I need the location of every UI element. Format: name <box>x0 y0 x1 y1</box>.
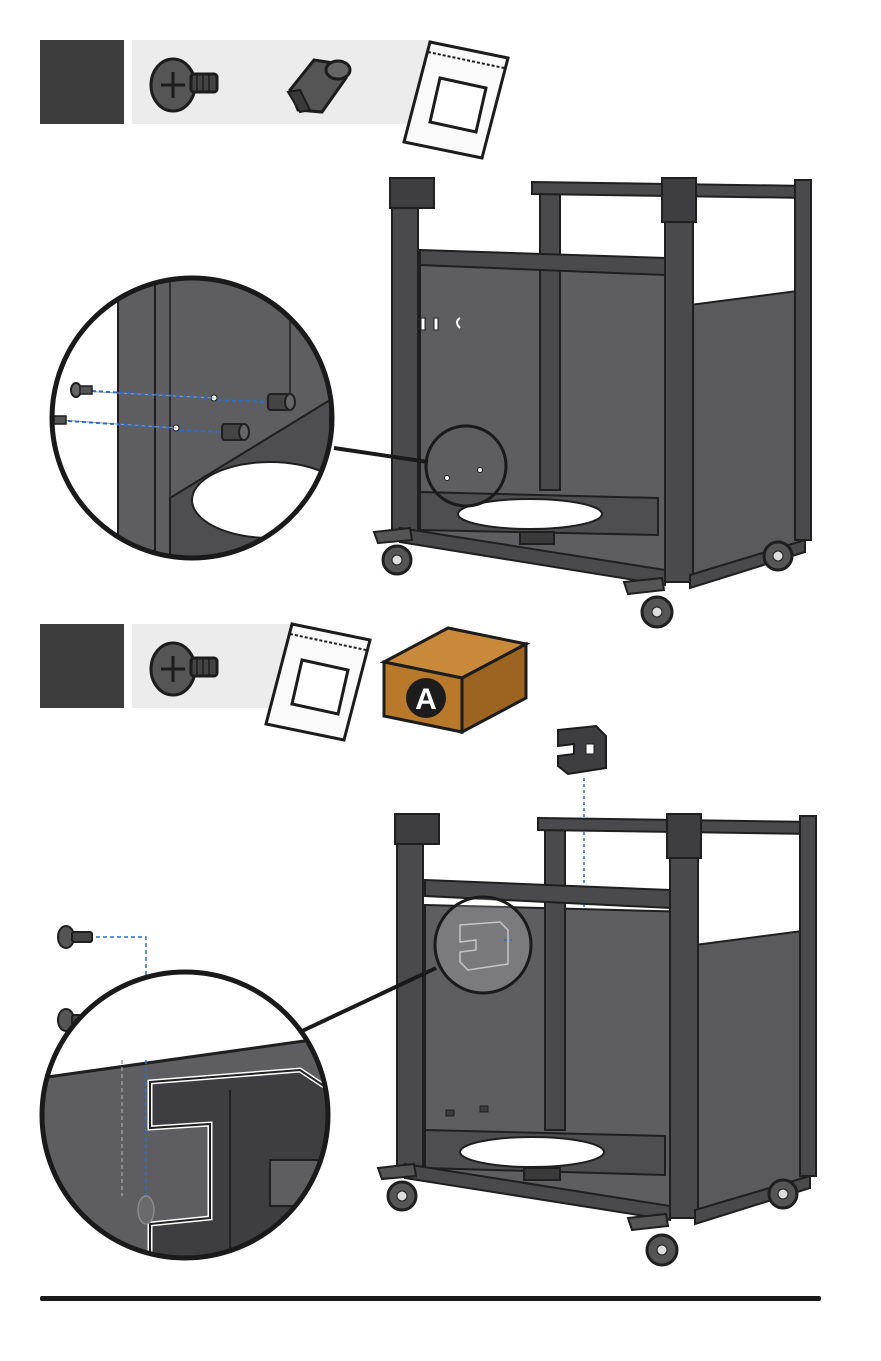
caster-wheel <box>374 528 412 574</box>
caster-wheel <box>628 1214 677 1265</box>
caster-wheel <box>769 1180 797 1208</box>
spacer-nut-icon <box>268 394 295 410</box>
step-2-cart-diagram <box>0 720 881 1280</box>
box-label-text: A <box>415 683 437 716</box>
spacer-nut-icon <box>280 50 360 122</box>
hardware-bag-icon <box>400 40 510 162</box>
footer-rule <box>40 1296 821 1301</box>
step-2-number-box <box>40 624 124 708</box>
bracket-clip-icon <box>558 726 606 774</box>
caster-wheel <box>764 542 792 570</box>
bolt-icon <box>145 50 225 120</box>
step-1-number-box <box>40 40 124 124</box>
bolt-icon <box>145 634 225 704</box>
bolt-icon <box>58 926 92 948</box>
caster-wheel <box>378 1164 416 1210</box>
spacer-nut-icon <box>222 424 249 440</box>
parts-box-icon: A <box>380 624 530 734</box>
step-1-cart-diagram <box>0 160 881 640</box>
